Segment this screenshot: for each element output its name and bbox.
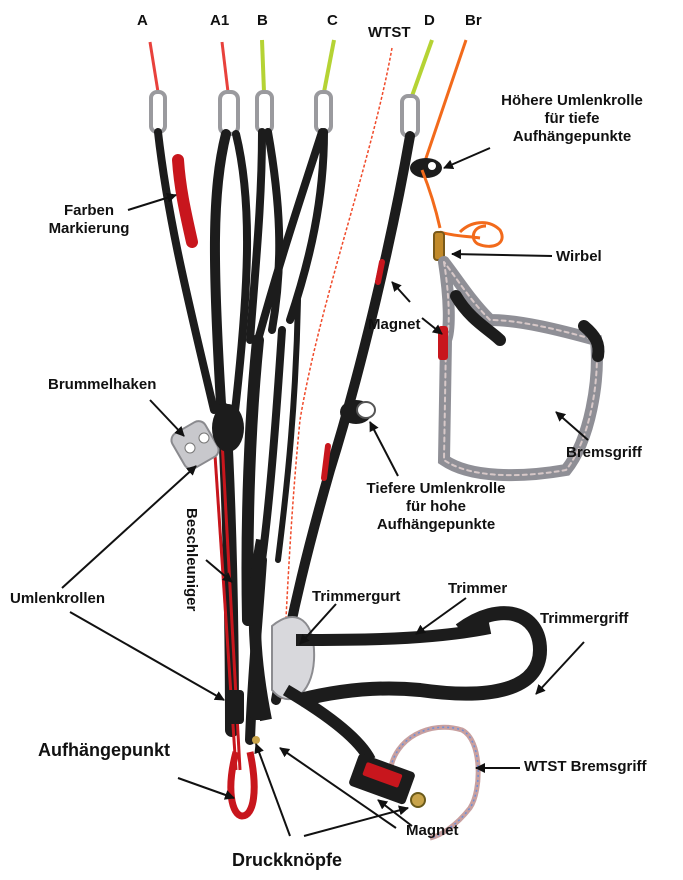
maillon-a [151,92,165,132]
arrow-umlenkrollen-1 [62,466,196,588]
label-wirbel: Wirbel [556,248,602,266]
arrow-druckknoepfe-1 [256,744,290,836]
lower-pulley [340,400,375,424]
trimmer [255,540,540,760]
line-a1 [222,42,228,92]
label-druckknoepfe: Druckknöpfe [232,850,342,871]
label-wtst-bremsgriff: WTST Bremsgriff [524,758,647,776]
marking-d-upper [378,262,382,282]
label-bremsgriff: Bremsgriff [566,444,642,462]
label-magnet-lower: Magnet [406,822,459,840]
maillon-d [402,96,418,136]
arrow-aufhaengepunkt [178,778,234,798]
label-beschleuniger: Beschleuniger [182,508,200,611]
maillon-a1 [220,92,238,134]
label-line-wtst: WTST [368,24,411,42]
arrow-magnet-upper-2 [422,318,442,334]
label-trimmergurt: Trimmergurt [312,588,400,606]
label-trimmer: Trimmer [448,580,507,598]
label-line-a1: A1 [210,12,229,30]
arrow-druckknoepfe-2 [304,808,408,836]
line-d [412,40,432,96]
arrow-brummelhaken [150,400,184,436]
upper-pulley [410,158,442,178]
brake-knot [422,170,502,260]
riser-b-left [250,132,262,340]
label-line-a: A [137,12,148,30]
riser-mid [262,330,282,560]
arrow-wirbel [452,254,552,256]
aufhaengepunkt-loop [231,752,254,816]
wirbel-swivel [434,232,444,260]
riser-a1-left [215,134,226,420]
arrow-hoehere-umlenkrolle [444,148,490,168]
riser-knot [212,404,244,452]
label-line-br: Br [465,12,482,30]
trimmer-buckle [272,617,314,699]
maillon-c [316,92,331,132]
label-magnet-upper: Magnet [368,316,421,334]
riser-a [158,132,214,410]
label-line-d: D [424,12,435,30]
line-b [262,40,264,92]
trimmer-handle [300,613,540,700]
label-trimmergriff: Trimmergriff [540,610,628,628]
label-hoehere-umlenkrolle: Höhere Umlenkrolle für tiefe Aufhängepun… [482,92,662,146]
label-farben-markierung: Farben Markierung [44,202,134,238]
riser-a1-right [234,134,247,420]
arrow-tiefere-umlenkrolle [370,422,398,476]
marking-d-lower [324,446,328,478]
marking-a [178,160,192,242]
line-c [324,40,334,92]
line-br [422,40,466,170]
label-line-c: C [327,12,338,30]
maillon-b [257,92,272,132]
arrow-magnet-upper-1 [392,282,410,302]
label-line-b: B [257,12,268,30]
label-tiefere-umlenkrolle: Tiefere Umlenkrolle für hohe Aufhängepun… [346,480,526,534]
arrow-umlenkrollen-2 [70,612,224,700]
label-aufhaengepunkt: Aufhängepunkt [38,740,170,761]
label-umlenkrollen: Umlenkrollen [10,590,105,608]
label-brummelhaken: Brummelhaken [48,376,156,394]
line-a [150,42,158,92]
